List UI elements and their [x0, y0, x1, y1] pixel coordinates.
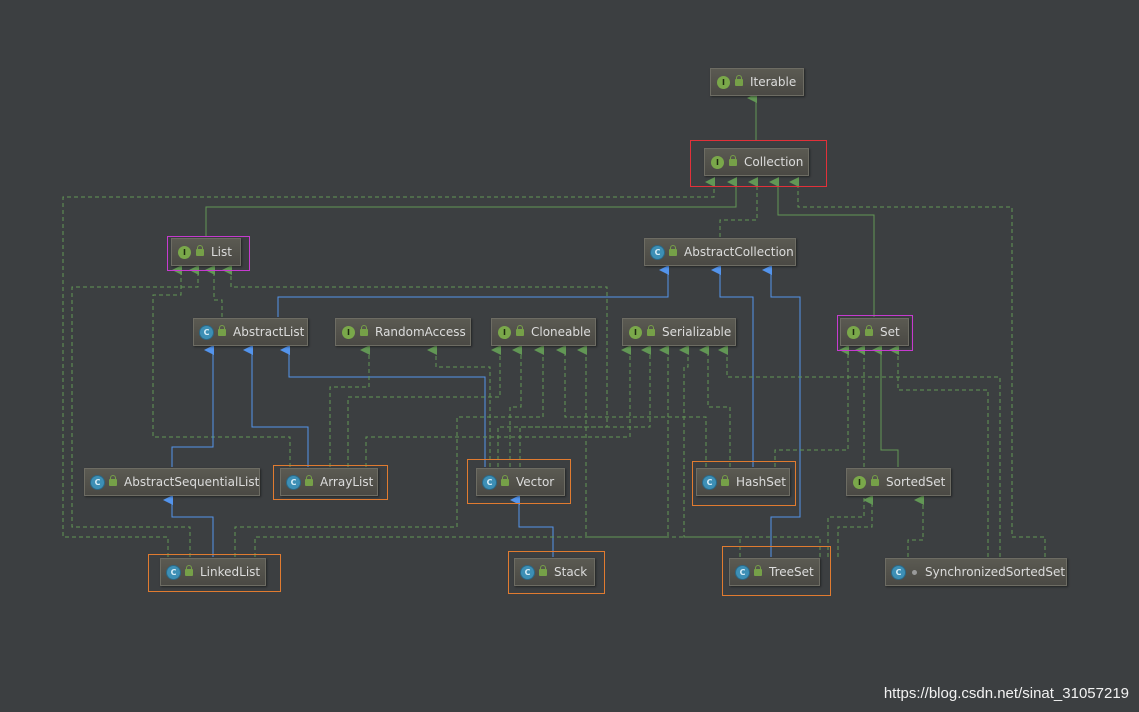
- watermark: https://blog.csdn.net/sinat_31057219: [883, 685, 1129, 702]
- node-label: Stack: [554, 565, 588, 579]
- tree-set-node[interactable]: C TreeSet: [729, 558, 820, 586]
- arraylist-highlight: [273, 465, 388, 500]
- abstract-class-icon: C: [200, 325, 213, 339]
- synchronized-sorted-set-node[interactable]: C SynchronizedSortedSet: [885, 558, 1067, 586]
- lock-icon: [196, 244, 204, 256]
- vector-node[interactable]: C Vector: [476, 468, 565, 496]
- random-access-node[interactable]: I RandomAccess: [335, 318, 471, 346]
- interface-icon: I: [342, 325, 355, 339]
- node-label: Collection: [744, 155, 804, 169]
- stack-highlight: [508, 551, 605, 594]
- interface-icon: I: [629, 325, 642, 339]
- node-label: Iterable: [750, 75, 797, 89]
- interface-icon: I: [717, 75, 730, 89]
- sorted-set-node[interactable]: I SortedSet: [846, 468, 951, 496]
- lock-icon: [865, 324, 873, 336]
- lock-icon: [647, 324, 655, 336]
- node-label: Cloneable: [531, 325, 591, 339]
- abstract-list-node[interactable]: C AbstractList: [193, 318, 308, 346]
- lock-icon: [185, 564, 193, 576]
- node-label: AbstractList: [233, 325, 305, 339]
- lock-icon: [109, 474, 117, 486]
- interface-icon: I: [847, 325, 860, 339]
- lock-icon: [305, 474, 313, 486]
- iterable-node[interactable]: I Iterable: [710, 68, 804, 96]
- lock-icon: [360, 324, 368, 336]
- abstract-class-icon: C: [91, 475, 104, 489]
- collection-node[interactable]: I Collection: [704, 148, 809, 176]
- serializable-node[interactable]: I Serializable: [622, 318, 736, 346]
- node-label: AbstractSequentialList: [124, 475, 260, 489]
- linked-list-node[interactable]: C LinkedList: [160, 558, 266, 586]
- interface-icon: I: [711, 155, 724, 169]
- node-label: LinkedList: [200, 565, 261, 579]
- interface-icon: I: [498, 325, 511, 339]
- node-label: TreeSet: [769, 565, 814, 579]
- lock-icon: [871, 474, 879, 486]
- node-label: Serializable: [662, 325, 732, 339]
- abstract-collection-node[interactable]: C AbstractCollection: [644, 238, 796, 266]
- node-label: SortedSet: [886, 475, 946, 489]
- class-icon: C: [483, 475, 496, 489]
- lock-icon: [516, 324, 524, 336]
- class-icon: C: [167, 565, 180, 579]
- list-node[interactable]: I List: [171, 238, 241, 266]
- lock-icon: [218, 324, 226, 336]
- list-highlight: [167, 236, 250, 271]
- hash-set-node[interactable]: C HashSet: [696, 468, 790, 496]
- array-list-node[interactable]: C ArrayList: [280, 468, 378, 496]
- interface-icon: I: [178, 245, 191, 259]
- class-icon: C: [287, 475, 300, 489]
- node-label: Vector: [516, 475, 555, 489]
- class-icon: C: [736, 565, 749, 579]
- lock-icon: [735, 74, 743, 86]
- interface-icon: I: [853, 475, 866, 489]
- treeset-highlight: [722, 546, 831, 596]
- stack-node[interactable]: C Stack: [514, 558, 595, 586]
- node-label: ArrayList: [320, 475, 374, 489]
- node-label: AbstractCollection: [684, 245, 794, 259]
- lock-icon: [754, 564, 762, 576]
- node-label: RandomAccess: [375, 325, 466, 339]
- node-label: List: [211, 245, 232, 259]
- class-icon: C: [521, 565, 534, 579]
- class-icon: C: [703, 475, 716, 489]
- set-highlight: [837, 315, 913, 351]
- lock-icon: [501, 474, 509, 486]
- node-label: HashSet: [736, 475, 786, 489]
- collection-highlight: [690, 140, 827, 187]
- class-icon: C: [892, 565, 905, 579]
- vector-highlight: [467, 459, 571, 504]
- set-node[interactable]: I Set: [840, 318, 909, 346]
- node-label: Set: [880, 325, 900, 339]
- lock-icon: [669, 244, 677, 256]
- cloneable-node[interactable]: I Cloneable: [491, 318, 596, 346]
- linkedlist-highlight: [148, 554, 281, 592]
- abstract-class-icon: C: [651, 245, 664, 259]
- package-private-icon: [912, 569, 917, 575]
- abstract-sequential-list-node[interactable]: C AbstractSequentialList: [84, 468, 260, 496]
- hashset-highlight: [692, 461, 796, 506]
- lock-icon: [729, 154, 737, 166]
- node-label: SynchronizedSortedSet: [925, 565, 1066, 579]
- lock-icon: [539, 564, 547, 576]
- lock-icon: [721, 474, 729, 486]
